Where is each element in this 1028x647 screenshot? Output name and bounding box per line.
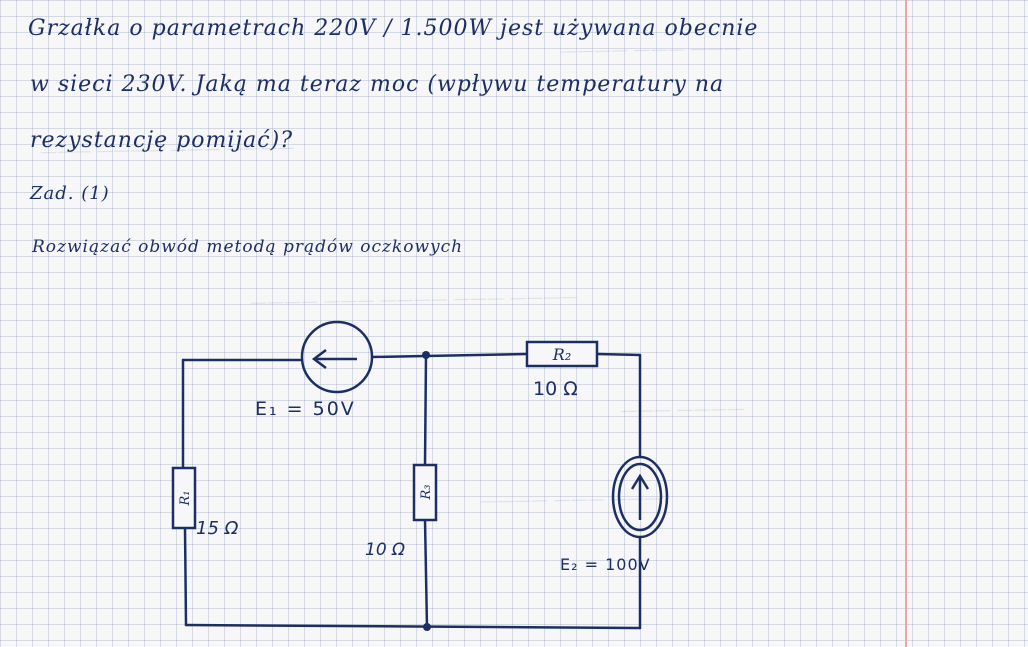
notebook-margin-line xyxy=(905,0,907,647)
r3-value-label: 10 Ω xyxy=(365,540,406,560)
resistor-r3: R₃ xyxy=(412,463,438,522)
node-bottom xyxy=(423,623,431,631)
task-instruction: Rozwiązać obwód metodą prądów oczkowych xyxy=(32,237,464,257)
r1-value-label: 15 Ω xyxy=(196,518,239,539)
e2-label: E₂ = 100V xyxy=(560,555,651,574)
resistor-r1: R₁ xyxy=(171,466,197,530)
resistor-r2: R₂ xyxy=(525,340,599,368)
problem-line-3: rezystancję pomijać)? xyxy=(30,128,293,153)
problem-line-2: w sieci 230V. Jaką ma teraz moc (wpływu … xyxy=(30,72,725,97)
resistor-r1-symbol: R₁ xyxy=(178,491,193,507)
voltage-source-e2 xyxy=(611,455,669,539)
r2-value-label: 10 Ω xyxy=(533,378,578,400)
problem-line-1: Grzałka o parametrach 220V / 1.500W jest… xyxy=(28,16,759,41)
task-number: Zad. (1) xyxy=(30,183,110,204)
circuit-wires xyxy=(181,352,642,630)
resistor-r3-symbol: R₃ xyxy=(419,485,434,501)
e1-label: E₁ = 50V xyxy=(255,398,356,420)
node-top xyxy=(422,351,430,359)
voltage-source-e1 xyxy=(300,320,374,394)
resistor-r2-symbol: R₂ xyxy=(552,345,571,364)
nodes xyxy=(422,351,431,631)
